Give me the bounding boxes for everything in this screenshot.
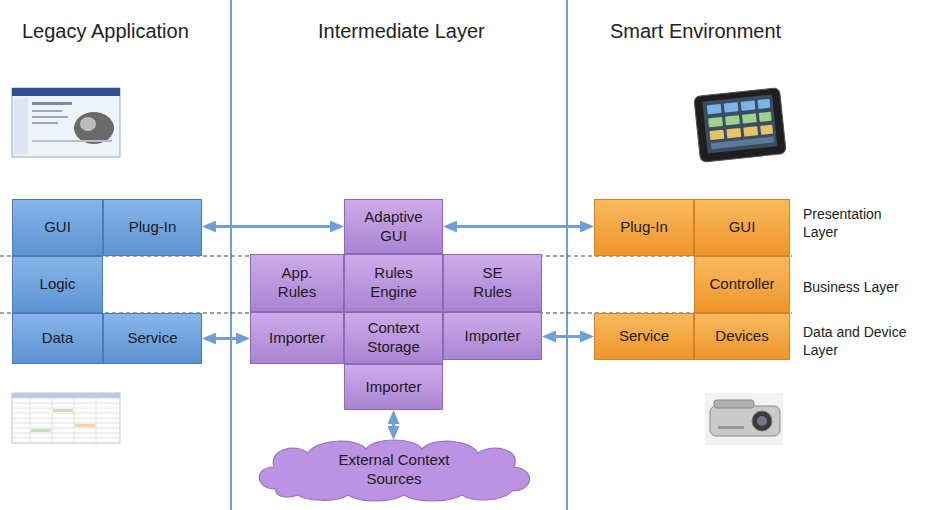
double-arrow bbox=[216, 225, 330, 228]
intermediate-box: Importer bbox=[250, 312, 344, 364]
box-text: Data bbox=[42, 329, 74, 348]
box-text: Importer bbox=[465, 327, 521, 346]
box-text: Plug-In bbox=[620, 218, 668, 237]
smart-env-box: Plug-In bbox=[594, 199, 694, 256]
box-text: Importer bbox=[269, 329, 325, 348]
legacy-box: Service bbox=[103, 313, 202, 364]
box-text: GUI bbox=[44, 218, 71, 237]
intermediate-box: Adaptive GUI bbox=[344, 199, 443, 254]
legacy-box: Plug-In bbox=[103, 199, 202, 256]
box-text: External Context Sources bbox=[319, 451, 469, 489]
smart-env-box: Service bbox=[594, 313, 694, 360]
column-heading: Legacy Application bbox=[22, 18, 189, 44]
smart-env-box: Devices bbox=[694, 313, 790, 360]
double-arrow bbox=[392, 424, 395, 426]
intermediate-box: SE Rules bbox=[443, 254, 542, 312]
legacy-box: Logic bbox=[12, 256, 103, 313]
box-text: Logic bbox=[40, 275, 76, 294]
box-text: Rules Engine bbox=[363, 264, 425, 302]
legacy-box: Data bbox=[12, 313, 103, 364]
layer-label: Business Layer bbox=[803, 278, 915, 296]
column-heading: Intermediate Layer bbox=[318, 18, 485, 44]
smart-env-box: GUI bbox=[694, 199, 790, 256]
intermediate-box: Rules Engine bbox=[344, 254, 443, 312]
box-text: GUI bbox=[729, 218, 756, 237]
layer-label: Presentation Layer bbox=[803, 205, 915, 241]
projector-icon bbox=[705, 393, 783, 445]
context-cloud: External Context Sources bbox=[248, 437, 540, 503]
intermediate-box: Importer bbox=[443, 312, 542, 360]
intermediate-box: Context Storage bbox=[344, 312, 443, 364]
intermediate-box: Importer bbox=[344, 364, 443, 410]
layer-label: Data and Device Layer bbox=[803, 323, 915, 359]
tablet-icon bbox=[694, 88, 786, 163]
box-text: SE Rules bbox=[469, 264, 517, 302]
box-text: Importer bbox=[366, 378, 422, 397]
double-arrow bbox=[457, 225, 580, 228]
intermediate-box: App. Rules bbox=[250, 254, 344, 312]
column-heading: Smart Environment bbox=[610, 18, 781, 44]
box-text: Plug-In bbox=[129, 218, 177, 237]
box-text: App. Rules bbox=[271, 264, 323, 302]
legacy-box: GUI bbox=[12, 199, 103, 256]
box-text: Context Storage bbox=[358, 319, 430, 357]
spreadsheet-icon bbox=[12, 393, 120, 443]
box-text: Devices bbox=[715, 327, 768, 346]
box-text: Controller bbox=[709, 275, 774, 294]
box-text: Service bbox=[619, 327, 669, 346]
double-arrow bbox=[216, 337, 236, 340]
double-arrow bbox=[556, 335, 580, 338]
smart-env-box: Controller bbox=[694, 256, 790, 313]
screenshot-icon bbox=[12, 88, 120, 157]
box-text: Adaptive GUI bbox=[358, 208, 430, 246]
box-text: Service bbox=[127, 329, 177, 348]
